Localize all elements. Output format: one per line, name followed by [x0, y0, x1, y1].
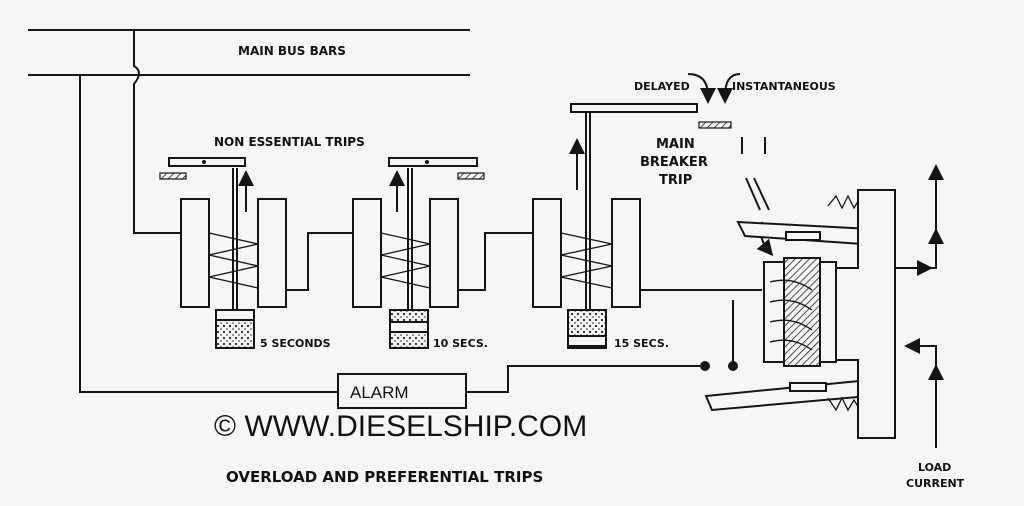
- load-out-conductor-1: [895, 164, 944, 269]
- timer-label-15-secs: 15 SECS.: [614, 337, 669, 350]
- alarm-wire: [466, 365, 700, 393]
- main-breaker-trip-line1: MAIN: [656, 137, 695, 152]
- delayed-arrow: [687, 73, 716, 104]
- alarm-box: [337, 373, 467, 409]
- instantaneous-latch: [698, 121, 732, 129]
- non-essential-trips-label: NON ESSENTIAL TRIPS: [214, 135, 365, 149]
- main-breaker-trip-line3: TRIP: [659, 173, 692, 188]
- main-bus-bars: [28, 29, 470, 76]
- load-in-conductor: [904, 338, 937, 448]
- load-current-line1: LOAD: [918, 461, 951, 474]
- delayed-label: DELAYED: [634, 80, 690, 93]
- breaker-trip-linkage: [745, 177, 770, 211]
- alarm-return-wire: [79, 75, 338, 393]
- main-breaker-trip-line2: BREAKER: [640, 155, 708, 170]
- supply-wire: [133, 30, 185, 234]
- watermark: © WWW.DIESELSHIP.COM: [214, 410, 587, 443]
- timer-label-5-seconds: 5 SECONDS: [260, 337, 331, 350]
- timer-label-10-secs: 10 SECS.: [433, 337, 488, 350]
- instantaneous-arrow: [717, 73, 741, 104]
- breaker-frame: [763, 189, 896, 439]
- trip-unit-15-secs: [532, 103, 698, 349]
- diagram-caption: OVERLOAD AND PREFERENTIAL TRIPS: [226, 468, 543, 486]
- instantaneous-label: INSTANTANEOUS: [732, 80, 836, 93]
- load-current-line2: CURRENT: [906, 477, 965, 490]
- trip-unit-5-seconds: [159, 157, 287, 349]
- coil-link-1: [286, 232, 355, 291]
- alarm-contact-left: [700, 361, 710, 371]
- main-bus-bars-label: MAIN BUS BARS: [238, 44, 346, 58]
- alarm-label: ALARM: [350, 383, 409, 402]
- coil-link-2: [458, 232, 535, 291]
- trip-unit-10-secs: [352, 157, 485, 349]
